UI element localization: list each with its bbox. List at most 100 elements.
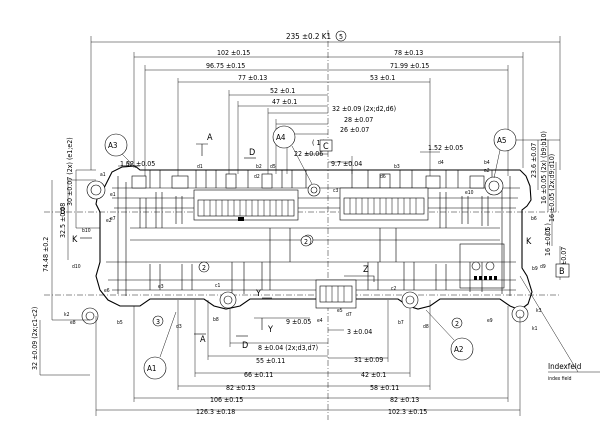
pt-d8: d8 — [423, 324, 429, 330]
pt-e6: e6 — [104, 288, 110, 294]
ref-2-left: 2 — [202, 264, 206, 272]
overall-ref-bubble — [335, 30, 347, 42]
dim-32: 32 ±0.09 (2x;d2,d6) — [332, 105, 396, 113]
pt-a2: a2 — [484, 168, 490, 174]
dim-1-52-right: 1.52 ±0.05 — [428, 144, 463, 152]
datum-c-box — [319, 139, 333, 152]
index-field-subtitle: index field — [548, 376, 572, 382]
pt-e5: e5 — [337, 308, 343, 314]
bubble-a3-label: A3 — [108, 141, 118, 150]
datum-c: C — [323, 142, 329, 152]
datum-z: Z — [363, 265, 369, 275]
pt-e4: e4 — [317, 318, 323, 324]
connector-right — [339, 187, 429, 221]
dim-23-6: 23.6 ±0.07 — [530, 143, 538, 178]
dim-71-99: 71.99 ±0.15 — [390, 62, 429, 70]
datum-b-left: B — [60, 207, 66, 217]
pt-e7: e7 — [110, 216, 116, 222]
pt-e2: e2 — [106, 218, 112, 224]
point-labels: a1 a2 b1 b2 b3 b4 b5 b6 b7 b8 b9 b10 c1 … — [64, 160, 546, 332]
bubble-a5-label: A5 — [497, 136, 507, 145]
pt-d6: d6 — [380, 174, 386, 180]
dim-77: 77 ±0.13 — [238, 74, 267, 82]
pt-d5: d5 — [270, 164, 276, 170]
pt-b2: b2 — [256, 164, 262, 170]
ref-3: 3 — [156, 318, 160, 326]
pt-b8: b8 — [213, 317, 219, 323]
reference-circles: 2 2 3 2 — [152, 235, 463, 329]
dim-78: 78 ±0.13 — [394, 49, 423, 57]
index-field-title: Indexfeld — [548, 362, 581, 371]
datum-y-lower: Y — [267, 325, 273, 335]
pt-c1: c1 — [215, 283, 220, 289]
dim-102-3: 102.3 ±0.15 — [388, 408, 427, 416]
bubble-a4-label: A4 — [276, 133, 286, 142]
pt-b1: b1 — [126, 162, 132, 168]
datum-k-right: K — [526, 237, 532, 247]
pt-b4: b4 — [484, 160, 490, 166]
pt-k2: k2 — [64, 312, 70, 318]
dim-9: 9 ±0.05 — [286, 318, 311, 326]
dim-53: 53 ±0.1 — [370, 74, 395, 82]
dim-ref-1-right: ( 1 ) — [544, 223, 552, 236]
dim-31: 31 ±0.09 — [354, 356, 383, 364]
dim-ref-1-top: ( 1 ) — [312, 139, 325, 147]
side-dimension-lines — [39, 139, 561, 376]
pt-d7: d7 — [346, 312, 352, 318]
pt-e1: e1 — [110, 192, 116, 198]
dim-overall-ref: 5 — [339, 33, 343, 41]
pt-e8: e8 — [70, 320, 76, 326]
bubble-a5 — [493, 128, 517, 152]
pt-d4: d4 — [438, 160, 444, 166]
dim-74-48: 74.48 ±0.2 — [42, 237, 50, 272]
dim-42: 42 ±0.1 — [361, 371, 386, 379]
pt-b7: b7 — [398, 320, 404, 326]
pt-c2: c2 — [391, 286, 396, 292]
dim-16-d9: 16 ±0.05 (2x;d9;d10) — [548, 154, 556, 222]
dim-9-7: 9.7 ±0.04 — [331, 160, 362, 168]
body-ribs — [130, 192, 500, 294]
index-field-graphic — [459, 243, 505, 289]
datum-labels: A D C B K K B Z Y Y A D — [60, 133, 570, 351]
dim-22: 22 ±0.06 — [294, 150, 323, 158]
dim-16-b9: 16 ±0.05 (2x) (b9;b10) — [540, 131, 548, 204]
connector-z — [315, 279, 357, 309]
detail-bubbles: A3 A4 A5 A1 A2 — [104, 125, 517, 380]
datum-y-upper: Y — [255, 289, 261, 299]
dim-30: 30 ±0.07 (2x) (e1;e2) — [66, 137, 74, 206]
dim-1-52-left: 1.52 ±0.05 — [120, 160, 155, 168]
pt-b10: b10 — [82, 228, 91, 234]
bubble-a2-label: A2 — [454, 345, 464, 354]
datum-b-box — [555, 263, 570, 278]
pt-k1: k1 — [532, 326, 538, 332]
bubble-a1 — [143, 356, 167, 380]
dim-82-left: 82 ±0.13 — [226, 384, 255, 392]
pt-b6: b6 — [531, 216, 537, 222]
pt-e9: e9 — [487, 318, 493, 324]
dim-82-right: 82 ±0.13 — [390, 396, 419, 404]
pt-c3: c3 — [333, 188, 338, 194]
pt-d1: d1 — [197, 164, 203, 170]
left-dimension-labels: 30 ±0.07 (2x) (e1;e2) 32.5 ±0.08 74.48 ±… — [31, 137, 74, 370]
pt-a1: a1 — [100, 172, 106, 178]
dim-8: 8 ±0.04 (2x;d3,d7) — [258, 344, 318, 352]
bubble-a3 — [104, 133, 128, 157]
dim-2: 2 ±0.07 — [560, 247, 568, 272]
bubble-a1-label: A1 — [147, 364, 157, 373]
dim-26: 26 ±0.07 — [340, 126, 369, 134]
pt-e3: e3 — [158, 284, 164, 290]
dim-47: 47 ±0.1 — [272, 98, 297, 106]
right-dimension-labels: 23.6 ±0.07 16 ±0.05 (2x) (b9;b10) 16 ±0.… — [530, 131, 568, 272]
pt-b3: b3 — [394, 164, 400, 170]
dim-16-c: 16 ±0.05 — [544, 227, 552, 256]
top-dimension-lines — [90, 36, 561, 176]
pt-d2: d2 — [254, 174, 260, 180]
ref-2-center: 2 — [304, 238, 308, 246]
bubble-a4 — [272, 125, 296, 149]
dim-32-5: 32.5 ±0.08 — [59, 203, 67, 238]
dim-102: 102 ±0.15 — [217, 49, 250, 57]
dim-96-75: 96.75 ±0.15 — [206, 62, 245, 70]
datum-k-left: K — [72, 235, 78, 245]
datum-b-right: B — [559, 267, 565, 277]
datum-d-bottom: D — [242, 341, 248, 351]
